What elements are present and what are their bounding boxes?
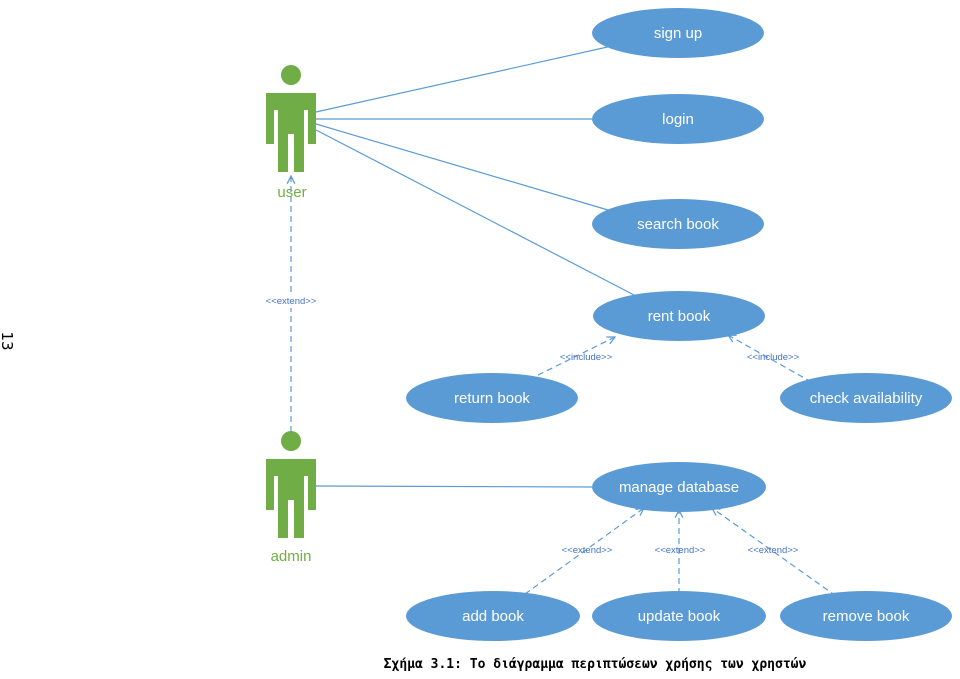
admin-actor-body-icon [266, 459, 316, 538]
extend-label-update: <<extend>> [655, 545, 706, 556]
use-case-label-add-book: add book [462, 608, 524, 625]
use-case-check-availability [780, 373, 952, 423]
use-case-label-rent-book: rent book [648, 308, 711, 325]
extend-label-admin: <<extend>> [266, 296, 317, 307]
association-user-sign-up [315, 45, 613, 113]
use-case-rent-book [593, 291, 765, 341]
use-case-label-sign-up: sign up [654, 25, 702, 42]
association-user-rent-book [315, 129, 637, 297]
user-associations [315, 45, 637, 488]
extend-label-remove: <<extend>> [748, 545, 799, 556]
use-case-label-update-book: update book [638, 608, 721, 625]
use-case-login [592, 94, 764, 144]
include-label-check: <<include>> [747, 352, 800, 363]
include-check-availability [728, 335, 816, 385]
use-case-label-manage-database: manage database [619, 479, 739, 496]
association-admin-manage-database [315, 485, 593, 488]
extend-remove-book [712, 508, 837, 597]
admin-actor [266, 431, 316, 538]
page-number: 13 [0, 331, 16, 350]
user-actor [266, 65, 316, 172]
admin-actor-head-icon [281, 431, 301, 451]
extend-label-bg [258, 294, 324, 308]
use-case-sign-up [592, 8, 764, 58]
use-case-manage-database [592, 462, 766, 512]
use-case-label-remove-book: remove book [823, 608, 910, 625]
user-actor-body-icon [266, 93, 316, 172]
use-case-label-return-book: return book [454, 390, 530, 407]
extend-add-book [524, 508, 644, 595]
admin-actor-label: admin [271, 548, 312, 565]
use-case-return-book [406, 373, 578, 423]
use-case-search-book [592, 199, 764, 249]
use-case-label-search-book: search book [637, 216, 719, 233]
include-return-book [519, 337, 615, 385]
association-user-search-book [315, 123, 609, 211]
use-case-add-book [406, 591, 580, 641]
user-actor-head-icon [281, 65, 301, 85]
use-case-update-book [592, 591, 766, 641]
use-case-label-login: login [662, 111, 694, 128]
dependencies [291, 176, 837, 597]
include-label-return: <<include>> [560, 352, 613, 363]
use-case-label-check-availability: check availability [810, 390, 923, 407]
user-actor-label: user [277, 184, 306, 201]
use-case-remove-book [780, 591, 952, 641]
figure-caption: Σχήμα 3.1: Το διάγραμμα περιπτώσεων χρήσ… [383, 657, 807, 672]
extend-label-add: <<extend>> [562, 545, 613, 556]
